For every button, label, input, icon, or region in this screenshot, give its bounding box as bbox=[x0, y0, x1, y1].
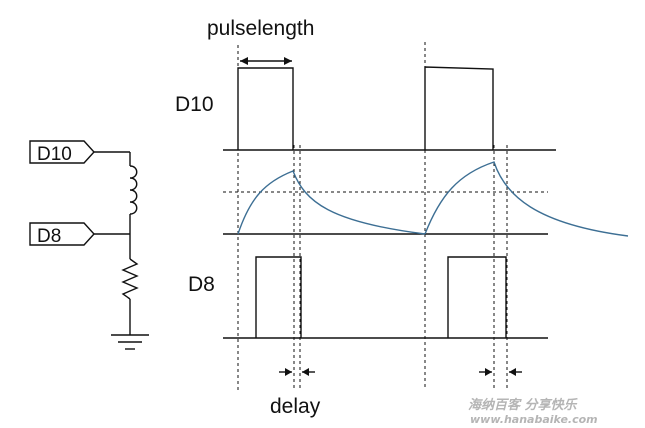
d8-waveform bbox=[255, 256, 507, 338]
connector-d8 bbox=[29, 222, 95, 246]
d8-signal-label: D8 bbox=[188, 273, 215, 296]
connector-d10-label: D10 bbox=[37, 144, 72, 165]
schematic: D10 D8 bbox=[29, 140, 149, 350]
guide-lines bbox=[237, 42, 508, 390]
d10-signal-label: D10 bbox=[175, 93, 214, 116]
pulselength-label: pulselength bbox=[207, 17, 314, 40]
d10-waveform bbox=[237, 66, 494, 150]
ground-icon bbox=[111, 334, 149, 350]
pulselength-arrow bbox=[240, 57, 292, 65]
watermark: 海纳百客 分享快乐 www.hanabaike.com bbox=[468, 397, 598, 426]
connector-d10 bbox=[29, 140, 95, 164]
svg-text:www.hanabaike.com: www.hanabaike.com bbox=[470, 413, 598, 426]
inductor-icon bbox=[129, 165, 138, 215]
delay-label: delay bbox=[270, 395, 321, 418]
svg-text:海纳百客 分享快乐: 海纳百客 分享快乐 bbox=[468, 397, 579, 413]
resistor-icon bbox=[121, 258, 139, 300]
delay-arrows bbox=[279, 368, 522, 376]
current-curve bbox=[237, 161, 629, 237]
connector-d8-label: D8 bbox=[37, 226, 61, 247]
